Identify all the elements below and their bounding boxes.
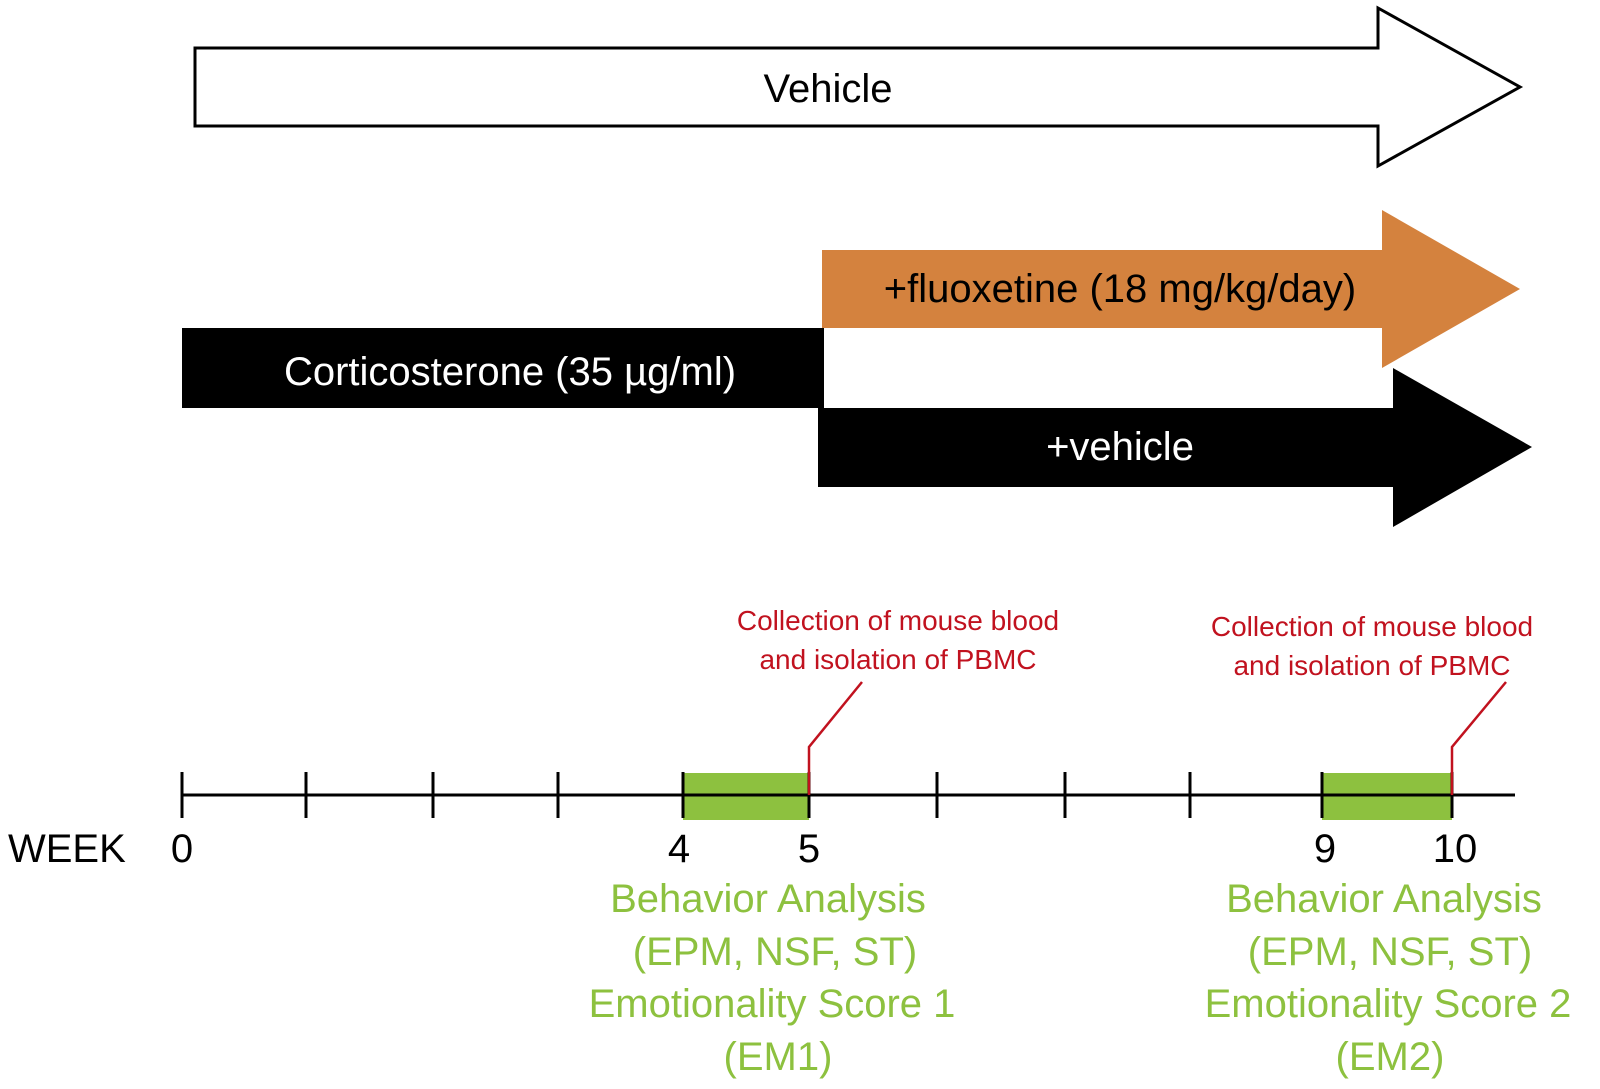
collection-1-line1: Collection of mouse blood: [737, 605, 1059, 636]
behavior-2-line4: (EM2): [1336, 1035, 1445, 1079]
behavior-1-line2: (EPM, NSF, ST): [633, 930, 917, 974]
behavior-analysis-2: Behavior Analysis (EPM, NSF, ST) Emotion…: [1205, 877, 1572, 1079]
behavior-analysis-1: Behavior Analysis (EPM, NSF, ST) Emotion…: [589, 877, 956, 1079]
corticosterone-bar: Corticosterone (35 µg/ml): [182, 328, 824, 408]
behavior-2-line2: (EPM, NSF, ST): [1248, 930, 1532, 974]
collection-2-line1: Collection of mouse blood: [1211, 611, 1533, 642]
vehicle-arrow: Vehicle: [193, 5, 1524, 169]
collection-annotation-2: Collection of mouse blood and isolation …: [1211, 611, 1533, 795]
behavior-1-line4: (EM1): [724, 1035, 833, 1079]
vehicle-arrow-label: Vehicle: [764, 67, 893, 111]
tick-label-9: 9: [1314, 827, 1336, 871]
tick-label-0: 0: [171, 827, 193, 871]
tick-label-5: 5: [798, 827, 820, 871]
collection-annotation-1: Collection of mouse blood and isolation …: [737, 605, 1059, 795]
tick-label-4: 4: [668, 827, 690, 871]
behavior-1-line3: Emotionality Score 1: [589, 982, 956, 1026]
collection-2-line2: and isolation of PBMC: [1233, 650, 1510, 681]
week-axis-label: WEEK: [8, 827, 126, 871]
plus-vehicle-label: +vehicle: [1046, 425, 1194, 469]
corticosterone-label: Corticosterone (35 µg/ml): [284, 350, 736, 394]
fluoxetine-label: +fluoxetine (18 mg/kg/day): [884, 267, 1356, 311]
plus-vehicle-arrow: +vehicle: [818, 368, 1532, 527]
collection-1-line2: and isolation of PBMC: [759, 644, 1036, 675]
tick-label-10: 10: [1433, 827, 1478, 871]
behavior-1-line1: Behavior Analysis: [610, 877, 926, 921]
behavior-2-line3: Emotionality Score 2: [1205, 982, 1572, 1026]
fluoxetine-arrow: +fluoxetine (18 mg/kg/day): [822, 210, 1520, 368]
collection-pointer-2: [1450, 681, 1507, 795]
collection-pointer-1: [807, 681, 863, 795]
behavior-2-line1: Behavior Analysis: [1226, 877, 1542, 921]
